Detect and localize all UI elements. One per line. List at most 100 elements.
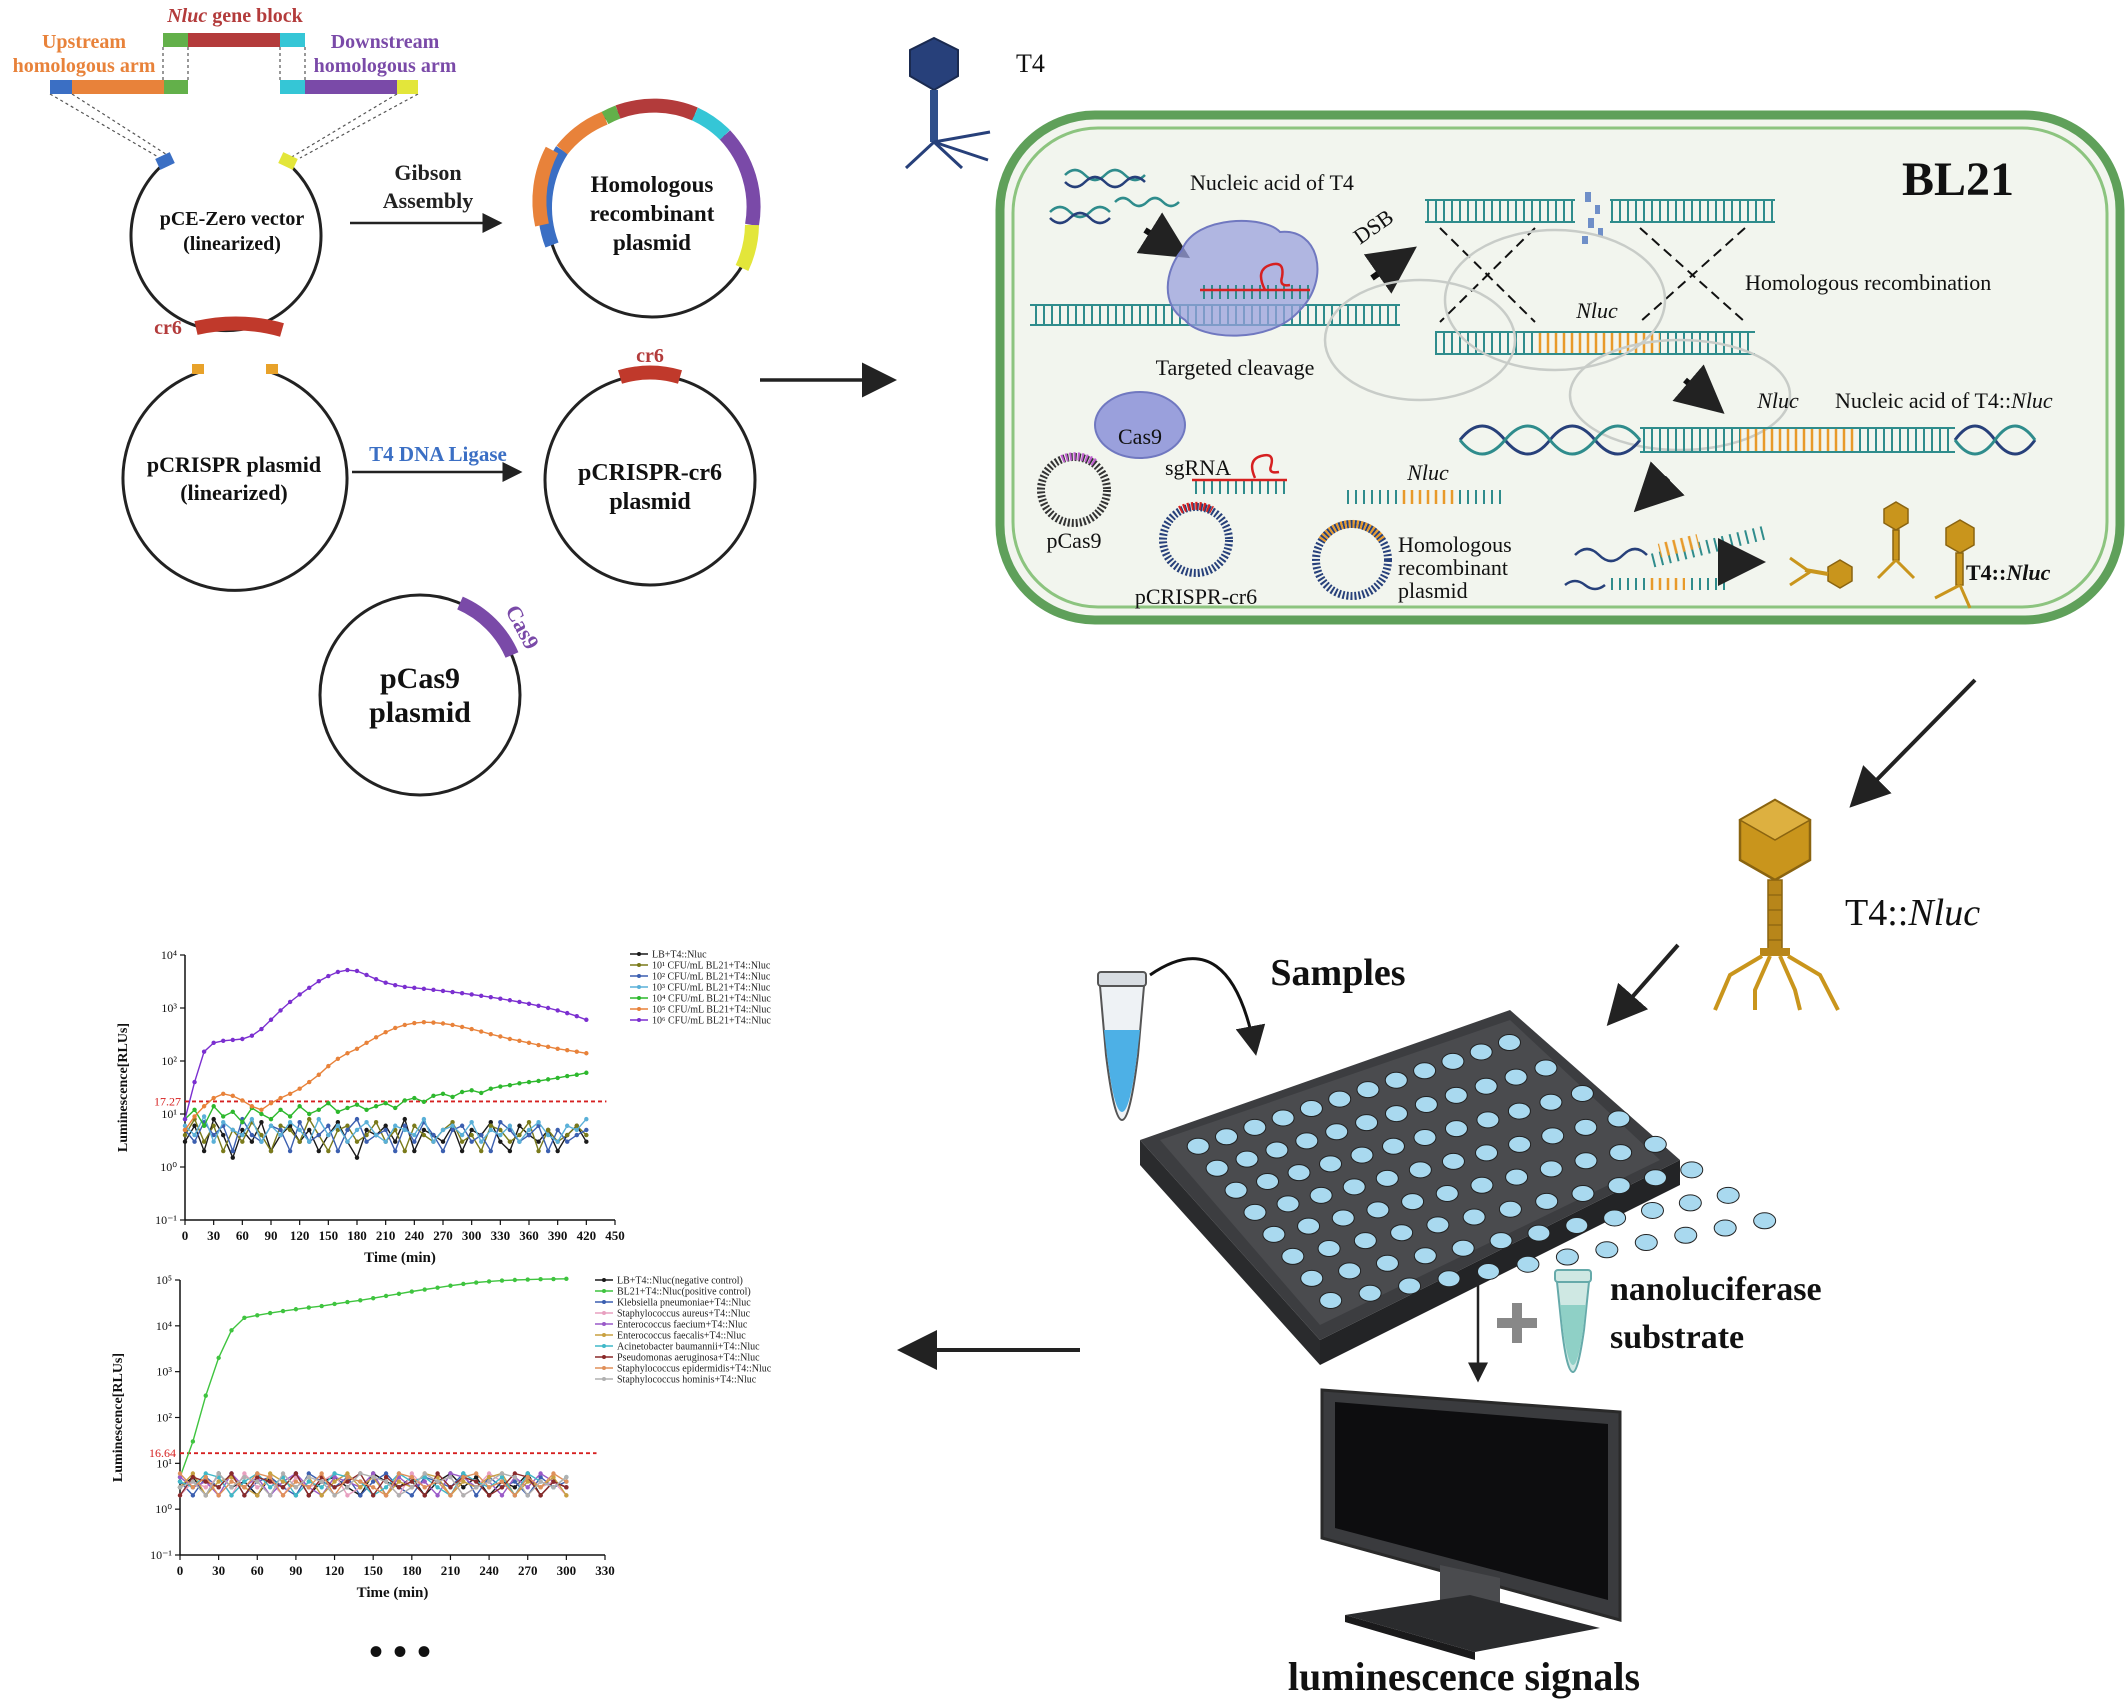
data-point <box>459 1139 465 1144</box>
data-point <box>255 1313 260 1318</box>
data-point <box>526 1079 532 1085</box>
plate-well <box>1414 1095 1438 1113</box>
plate-well <box>1338 1262 1362 1280</box>
data-point <box>335 1109 341 1115</box>
threshold-label: 17.27 <box>154 1094 181 1108</box>
plate-well <box>1444 1120 1468 1138</box>
data-point <box>259 1107 264 1113</box>
data-point <box>287 1148 293 1154</box>
data-point <box>474 1471 479 1476</box>
data-point <box>409 1471 415 1476</box>
data-point <box>409 1474 415 1480</box>
plate-well <box>1276 1195 1300 1213</box>
pcrispr-sticky-end-right <box>266 364 278 374</box>
downstream-arm-label-1: Downstream <box>331 31 440 53</box>
legend-marker <box>637 1018 641 1022</box>
plate-well <box>1469 1043 1493 1061</box>
data-point <box>345 1051 350 1056</box>
t4-nucleic-acid-fragments <box>1049 168 1180 225</box>
data-point <box>370 1296 376 1301</box>
data-point <box>538 1471 543 1476</box>
data-point <box>574 1127 579 1133</box>
data-point <box>242 1474 247 1480</box>
legend-marker <box>637 974 641 978</box>
data-point <box>332 1479 337 1484</box>
data-point <box>306 1474 311 1480</box>
data-point <box>545 1148 551 1154</box>
data-point <box>267 1485 273 1490</box>
pcrispr-cr6-small-plasmid <box>1159 503 1233 577</box>
plate-well <box>1401 1193 1425 1211</box>
plate-well <box>1319 1291 1343 1309</box>
data-point <box>229 1328 234 1333</box>
pcas9-small-plasmid <box>1037 453 1111 527</box>
data-point <box>459 1148 465 1154</box>
data-point <box>230 1093 235 1099</box>
plate-well <box>1504 1068 1528 1086</box>
data-point <box>551 1479 556 1484</box>
data-point <box>249 1116 255 1122</box>
data-point <box>574 1049 579 1054</box>
cell-title: BL21 <box>1902 153 2014 206</box>
data-point <box>345 1493 350 1498</box>
data-point <box>306 1479 311 1484</box>
packaging-arrow <box>1633 461 1685 513</box>
data-point <box>474 1280 479 1285</box>
x-tick-label: 90 <box>265 1228 278 1243</box>
plate-well <box>1570 1084 1594 1102</box>
data-point <box>203 1471 208 1476</box>
data-point <box>486 1479 492 1484</box>
y-axis-label: Luminescence[RLUs] <box>111 1353 126 1482</box>
data-point <box>354 1155 360 1160</box>
data-point <box>435 1485 440 1490</box>
data-point <box>297 1127 302 1133</box>
data-point <box>555 1046 560 1051</box>
y-tick-label: 10¹ <box>161 1107 177 1121</box>
data-point <box>538 1474 543 1480</box>
data-point <box>488 1032 493 1037</box>
plate-well <box>1534 1059 1558 1077</box>
plate-well <box>1426 1216 1450 1234</box>
data-point <box>448 1474 453 1480</box>
substrate-label-2: substrate <box>1610 1319 1744 1356</box>
legend-marker <box>637 963 641 967</box>
pcas9-label-2: plasmid <box>369 696 471 729</box>
legend-marker <box>602 1322 606 1326</box>
plate-well <box>1535 1192 1559 1210</box>
data-point <box>431 987 436 993</box>
data-point <box>507 1139 513 1144</box>
plate-well <box>1299 1100 1323 1118</box>
data-point <box>584 1116 589 1122</box>
plate-well <box>1476 1111 1500 1129</box>
data-point <box>486 1279 492 1284</box>
legend-marker <box>637 952 641 956</box>
data-point <box>422 1471 427 1476</box>
data-point <box>259 1111 264 1117</box>
data-point <box>278 1132 283 1138</box>
data-point <box>345 1471 350 1476</box>
hr-small-label-1: Homologous <box>1398 532 1512 557</box>
data-point <box>345 1479 350 1484</box>
data-point <box>440 1021 446 1026</box>
legend-marker <box>637 985 641 989</box>
data-point <box>459 1089 465 1095</box>
data-point <box>268 1148 274 1154</box>
data-point <box>383 980 388 985</box>
series-line <box>184 1072 587 1128</box>
data-point <box>358 1485 363 1490</box>
plate-well <box>1475 1144 1499 1162</box>
data-point <box>383 1100 388 1106</box>
legend-marker <box>602 1311 606 1315</box>
data-point <box>364 1127 369 1133</box>
data-point <box>293 1493 299 1498</box>
plasmid-construction-panel: Nluc gene block Upstream homologous arm … <box>13 5 897 797</box>
data-point <box>512 1479 518 1484</box>
data-point <box>259 1026 264 1032</box>
data-point <box>422 1474 427 1480</box>
data-point <box>383 1029 388 1035</box>
data-point <box>267 1474 273 1480</box>
data-point <box>512 1277 518 1283</box>
legend-marker <box>602 1344 606 1348</box>
cell-to-phage-arrow <box>1849 678 1977 808</box>
data-point <box>335 969 341 975</box>
